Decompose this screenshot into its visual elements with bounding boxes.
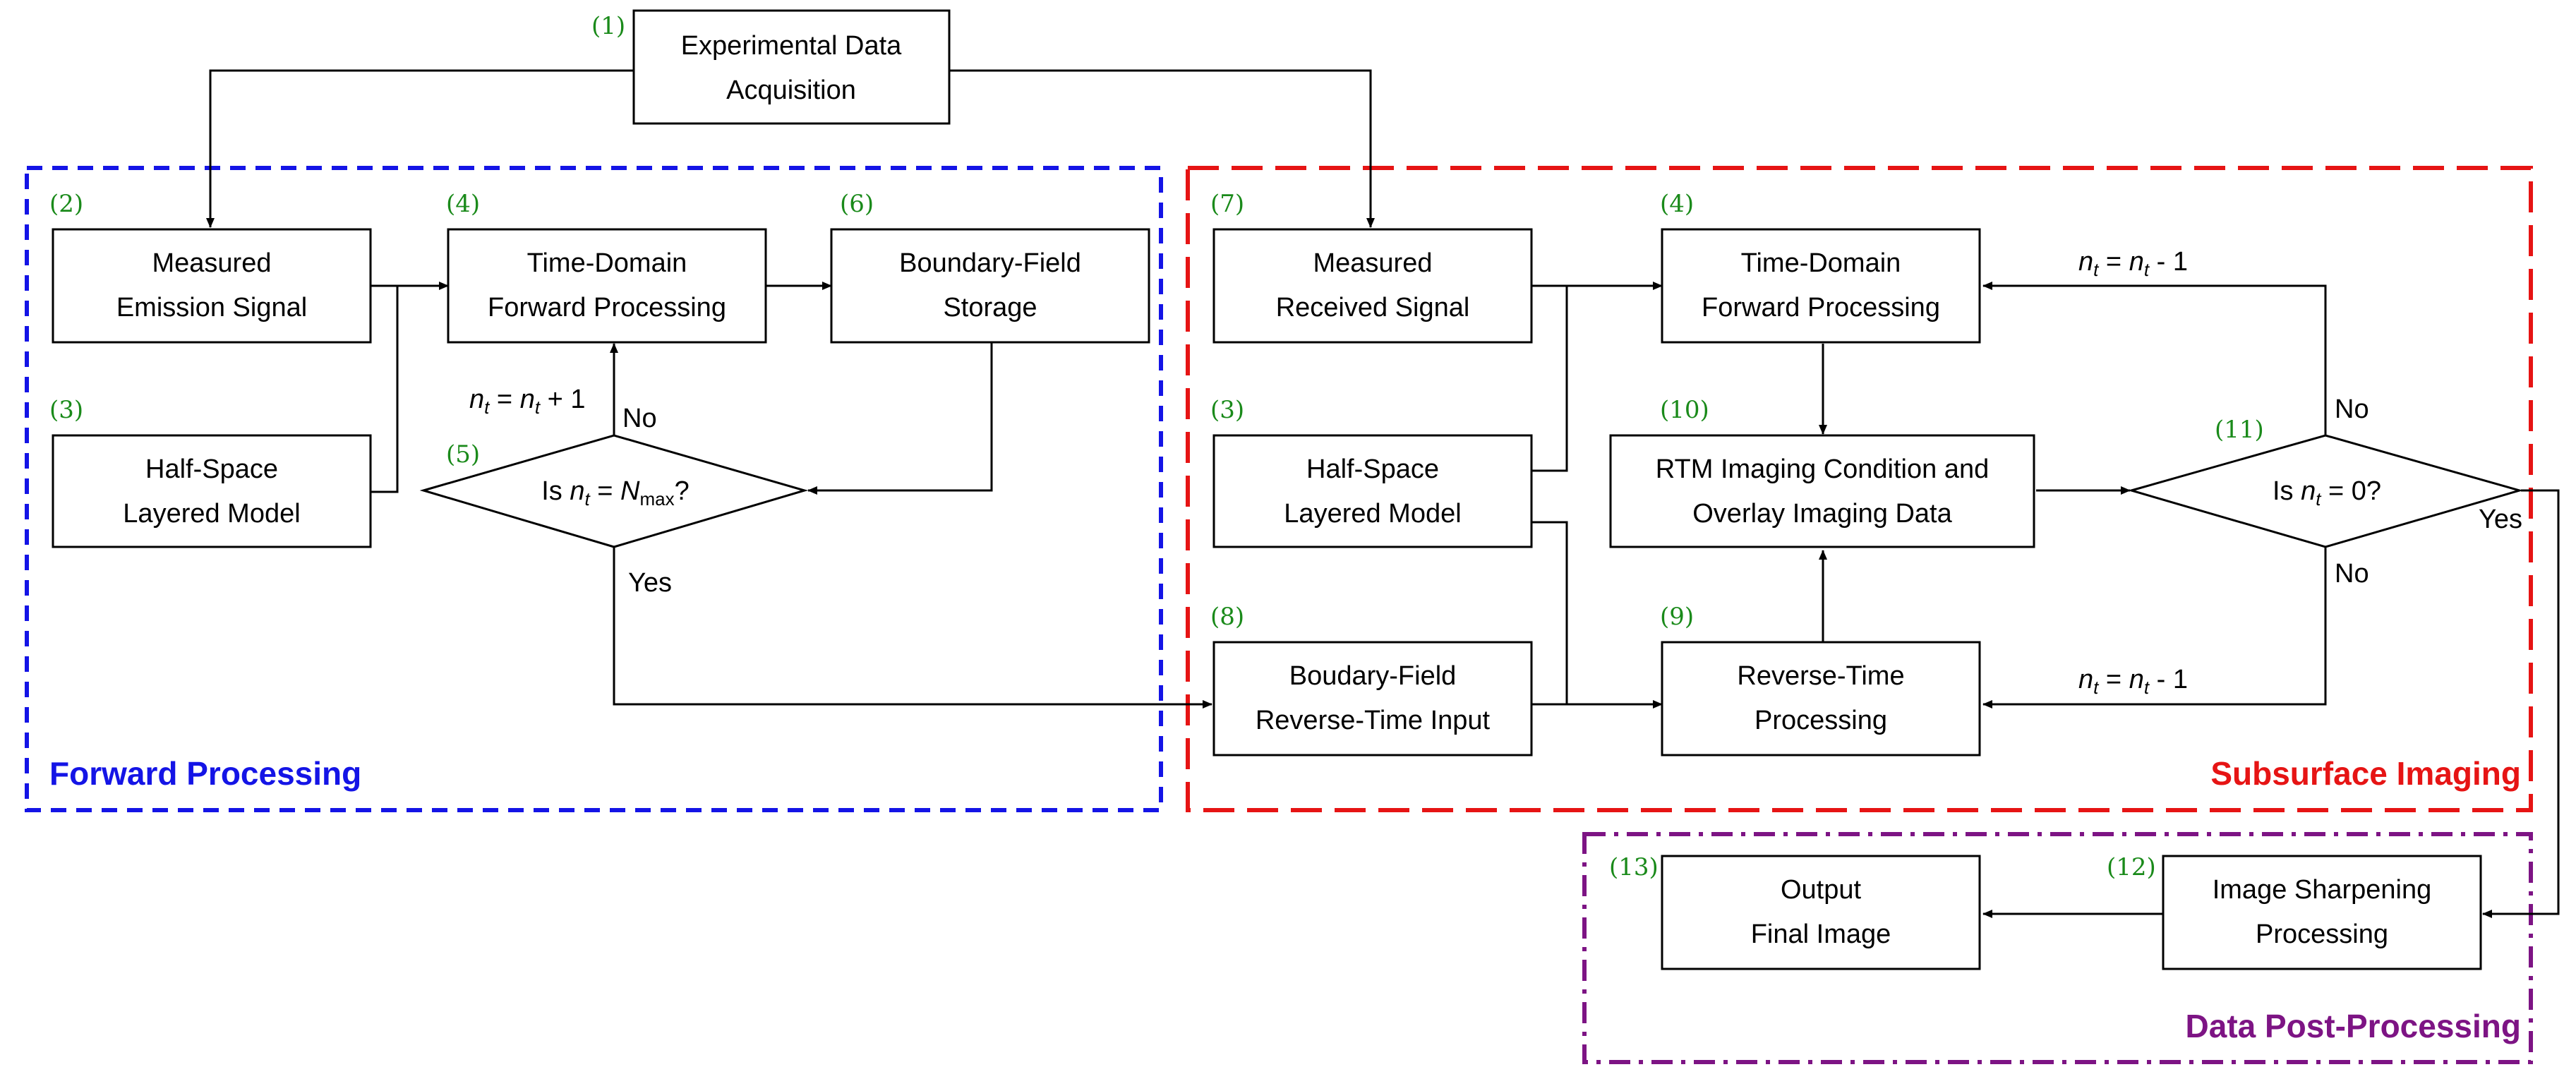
region-subsurface-imaging — [1186, 166, 2533, 812]
step-measured-received-signal: Measured Received Signal (7) — [1210, 190, 1533, 344]
line-halfspace-img-bottom — [1531, 521, 1568, 704]
svg-text:Acquisition: Acquisition — [726, 76, 856, 105]
step-boundary-field-storage: Boundary-Field Storage (6) — [830, 190, 1150, 344]
label-no-imaging-bottom: No — [2335, 559, 2369, 589]
step-boundary-field-reverse-time-input: Boudary-Field Reverse-Time Input (8) — [1210, 603, 1533, 757]
svg-text:Processing: Processing — [2256, 920, 2388, 949]
step-number: (1) — [591, 12, 625, 40]
arrow-decision-yes-to-input — [613, 547, 1212, 709]
step-time-domain-forward-processing-b: Time-Domain Forward Processing (4) — [1660, 190, 1981, 344]
arrow-acq-to-emission — [206, 69, 634, 228]
svg-text:Boundary-Field: Boundary-Field — [899, 248, 1081, 278]
svg-text:Time-Domain: Time-Domain — [1741, 248, 1901, 278]
arrow-decision-no-to-tdfwd — [1982, 282, 2327, 435]
step-number: (3) — [1210, 396, 1244, 424]
svg-text:Measured: Measured — [152, 248, 272, 278]
step-number: (10) — [1660, 396, 1709, 424]
label-decrement-bottom: nt = nt - 1 — [2078, 665, 2188, 698]
step-number: (12) — [2107, 853, 2156, 881]
region-data-post-processing — [1582, 832, 2533, 1064]
step-output-final-image: Output Final Image (13) — [1609, 853, 1981, 970]
arrow-decision-yes-to-sharpen — [2482, 489, 2560, 918]
label-no-forward: No — [622, 404, 657, 433]
step-number: (6) — [840, 190, 874, 218]
svg-text:Forward Processing: Forward Processing — [1702, 293, 1940, 323]
line-halfspace-to-tdfwd — [371, 286, 399, 493]
svg-text:Forward Processing: Forward Processing — [488, 293, 726, 323]
svg-text:RTM Imaging Condition and: RTM Imaging Condition and — [1656, 454, 1989, 484]
svg-text:Output: Output — [1781, 875, 1862, 905]
label-yes-imaging: Yes — [2479, 505, 2522, 534]
step-number: (13) — [1609, 853, 1659, 881]
step-number: (4) — [446, 190, 480, 218]
svg-text:Time-Domain: Time-Domain — [527, 248, 687, 278]
arrow-storage-to-decision — [807, 342, 993, 495]
step-decision-nt-equals-zero: Is nt = 0? (11) — [2127, 416, 2524, 548]
step-measured-emission-signal: Measured Emission Signal (2) — [49, 190, 372, 344]
step-number: (7) — [1210, 190, 1244, 218]
svg-text:Reverse-Time: Reverse-Time — [1737, 661, 1904, 691]
step-image-sharpening-processing: Image Sharpening Processing (12) — [2107, 853, 2482, 970]
svg-text:Measured: Measured — [1313, 248, 1433, 278]
svg-text:Image Sharpening: Image Sharpening — [2213, 875, 2432, 905]
step-number: (8) — [1210, 603, 1244, 631]
svg-text:Reverse-Time Input: Reverse-Time Input — [1256, 706, 1491, 735]
arrow-decision-no-to-reverse — [1982, 547, 2327, 709]
svg-text:Experimental Data: Experimental Data — [681, 31, 902, 61]
arrow-acq-to-received — [949, 69, 1375, 228]
region-forward-processing — [25, 166, 1163, 812]
svg-text:Overlay Imaging Data: Overlay Imaging Data — [1692, 499, 1952, 529]
svg-text:Layered Model: Layered Model — [1284, 499, 1461, 529]
svg-text:Final Image: Final Image — [1751, 920, 1891, 949]
label-yes-forward: Yes — [628, 568, 672, 598]
svg-text:Layered Model: Layered Model — [123, 499, 300, 529]
svg-text:Is nt = Nmax?: Is nt = Nmax? — [541, 476, 690, 510]
region-forward-title: Forward Processing — [49, 755, 361, 792]
svg-text:Half-Space: Half-Space — [1306, 454, 1439, 484]
step-reverse-time-processing: Reverse-Time Processing (9) — [1660, 603, 1981, 757]
step-half-space-layered-model-imaging: Half-Space Layered Model (3) — [1210, 396, 1533, 548]
step-time-domain-forward-processing-a: Time-Domain Forward Processing (4) — [446, 190, 767, 344]
line-halfspace-img-top — [1531, 286, 1568, 472]
step-number: (3) — [49, 396, 83, 424]
label-increment: nt = nt + 1 — [469, 385, 586, 418]
step-number: (11) — [2215, 416, 2264, 444]
svg-text:Is nt = 0?: Is nt = 0? — [2273, 476, 2381, 510]
svg-text:Received Signal: Received Signal — [1276, 293, 1470, 323]
step-number: (9) — [1660, 603, 1694, 631]
step-experimental-data-acquisition: Experimental Data Acquisition (1) — [591, 9, 951, 125]
svg-text:Storage: Storage — [943, 293, 1037, 323]
step-rtm-imaging-condition: RTM Imaging Condition and Overlay Imagin… — [1609, 396, 2035, 548]
step-number: (5) — [446, 440, 480, 469]
svg-text:Boudary-Field: Boudary-Field — [1289, 661, 1457, 691]
svg-text:Processing: Processing — [1755, 706, 1887, 735]
region-post-title: Data Post-Processing — [2186, 1008, 2521, 1044]
svg-text:Half-Space: Half-Space — [145, 454, 278, 484]
step-number: (4) — [1660, 190, 1694, 218]
label-decrement-top: nt = nt - 1 — [2078, 247, 2188, 280]
step-number: (2) — [49, 190, 83, 218]
label-no-imaging-top: No — [2335, 394, 2369, 424]
region-imaging-title: Subsurface Imaging — [2210, 755, 2521, 792]
step-decision-nt-equals-nmax: Is nt = Nmax? (5) — [419, 434, 809, 548]
svg-text:Emission Signal: Emission Signal — [116, 293, 307, 323]
step-half-space-layered-model-forward: Half-Space Layered Model (3) — [49, 396, 372, 548]
